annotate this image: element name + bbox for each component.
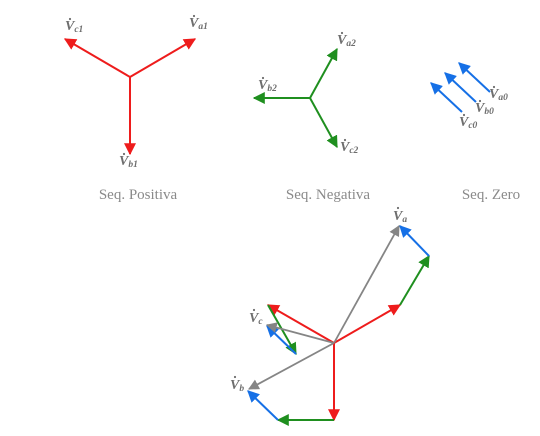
phasor-va-result [333, 225, 400, 344]
svg-text:Vc0: Vc0 [459, 115, 478, 131]
negative-sequence-group: Va2 Vb2 Vc2 Seq. Negativa [252, 31, 370, 203]
phasor-va1 [129, 38, 197, 78]
chain-a-zero [399, 225, 430, 257]
phasor-vc-result [265, 322, 335, 344]
svg-text:Vb1: Vb1 [119, 154, 138, 170]
synthesis-group: Va Vb Vc [230, 206, 430, 426]
phasor-vc1 [63, 38, 131, 78]
svg-text:Vc1: Vc1 [65, 19, 83, 35]
caption-zero-sequence: Seq. Zero [462, 187, 520, 203]
label-vc: Vc [249, 308, 263, 327]
label-vb: Vb [230, 375, 244, 394]
svg-text:Vc2: Vc2 [340, 140, 359, 156]
label-vc1: Vc1 [65, 17, 83, 35]
phasor-va2 [309, 47, 338, 99]
label-vc0: Vc0 [459, 113, 478, 131]
phasor-vb-result [248, 342, 335, 390]
label-va: Va [393, 206, 407, 225]
label-va0: Va0 [489, 85, 508, 103]
svg-text:Vb0: Vb0 [475, 101, 494, 117]
phasor-vc0 [430, 82, 463, 113]
label-va2: Va2 [337, 31, 356, 49]
phasor-va0 [458, 62, 491, 93]
svg-text:Va0: Va0 [489, 87, 508, 103]
label-vc2: Vc2 [340, 138, 359, 156]
phasor-vb0 [444, 72, 477, 103]
svg-text:Va: Va [393, 209, 407, 225]
zero-sequence-group: Va0 Vb0 Vc0 Seq. Zero [430, 62, 520, 203]
label-vb2: Vb2 [258, 76, 277, 94]
chain-c-positive [266, 304, 335, 344]
phasor-vc2 [309, 97, 338, 149]
label-vb0: Vb0 [475, 99, 494, 117]
svg-text:Vb: Vb [230, 378, 244, 394]
positive-sequence-group: Va1 Vb1 Vc1 Seq. Positiva [63, 14, 208, 203]
caption-negative-sequence: Seq. Negativa [286, 187, 370, 203]
chain-a-positive [333, 304, 402, 344]
svg-text:Va2: Va2 [337, 33, 356, 49]
chain-b-zero [247, 390, 279, 421]
svg-text:Vb2: Vb2 [258, 78, 277, 94]
svg-text:Va1: Va1 [189, 16, 208, 32]
caption-positive-sequence: Seq. Positiva [99, 187, 178, 203]
label-vb1: Vb1 [119, 152, 138, 170]
label-va1: Va1 [189, 14, 208, 32]
chain-a-negative [399, 254, 430, 306]
svg-text:Vc: Vc [249, 311, 263, 327]
